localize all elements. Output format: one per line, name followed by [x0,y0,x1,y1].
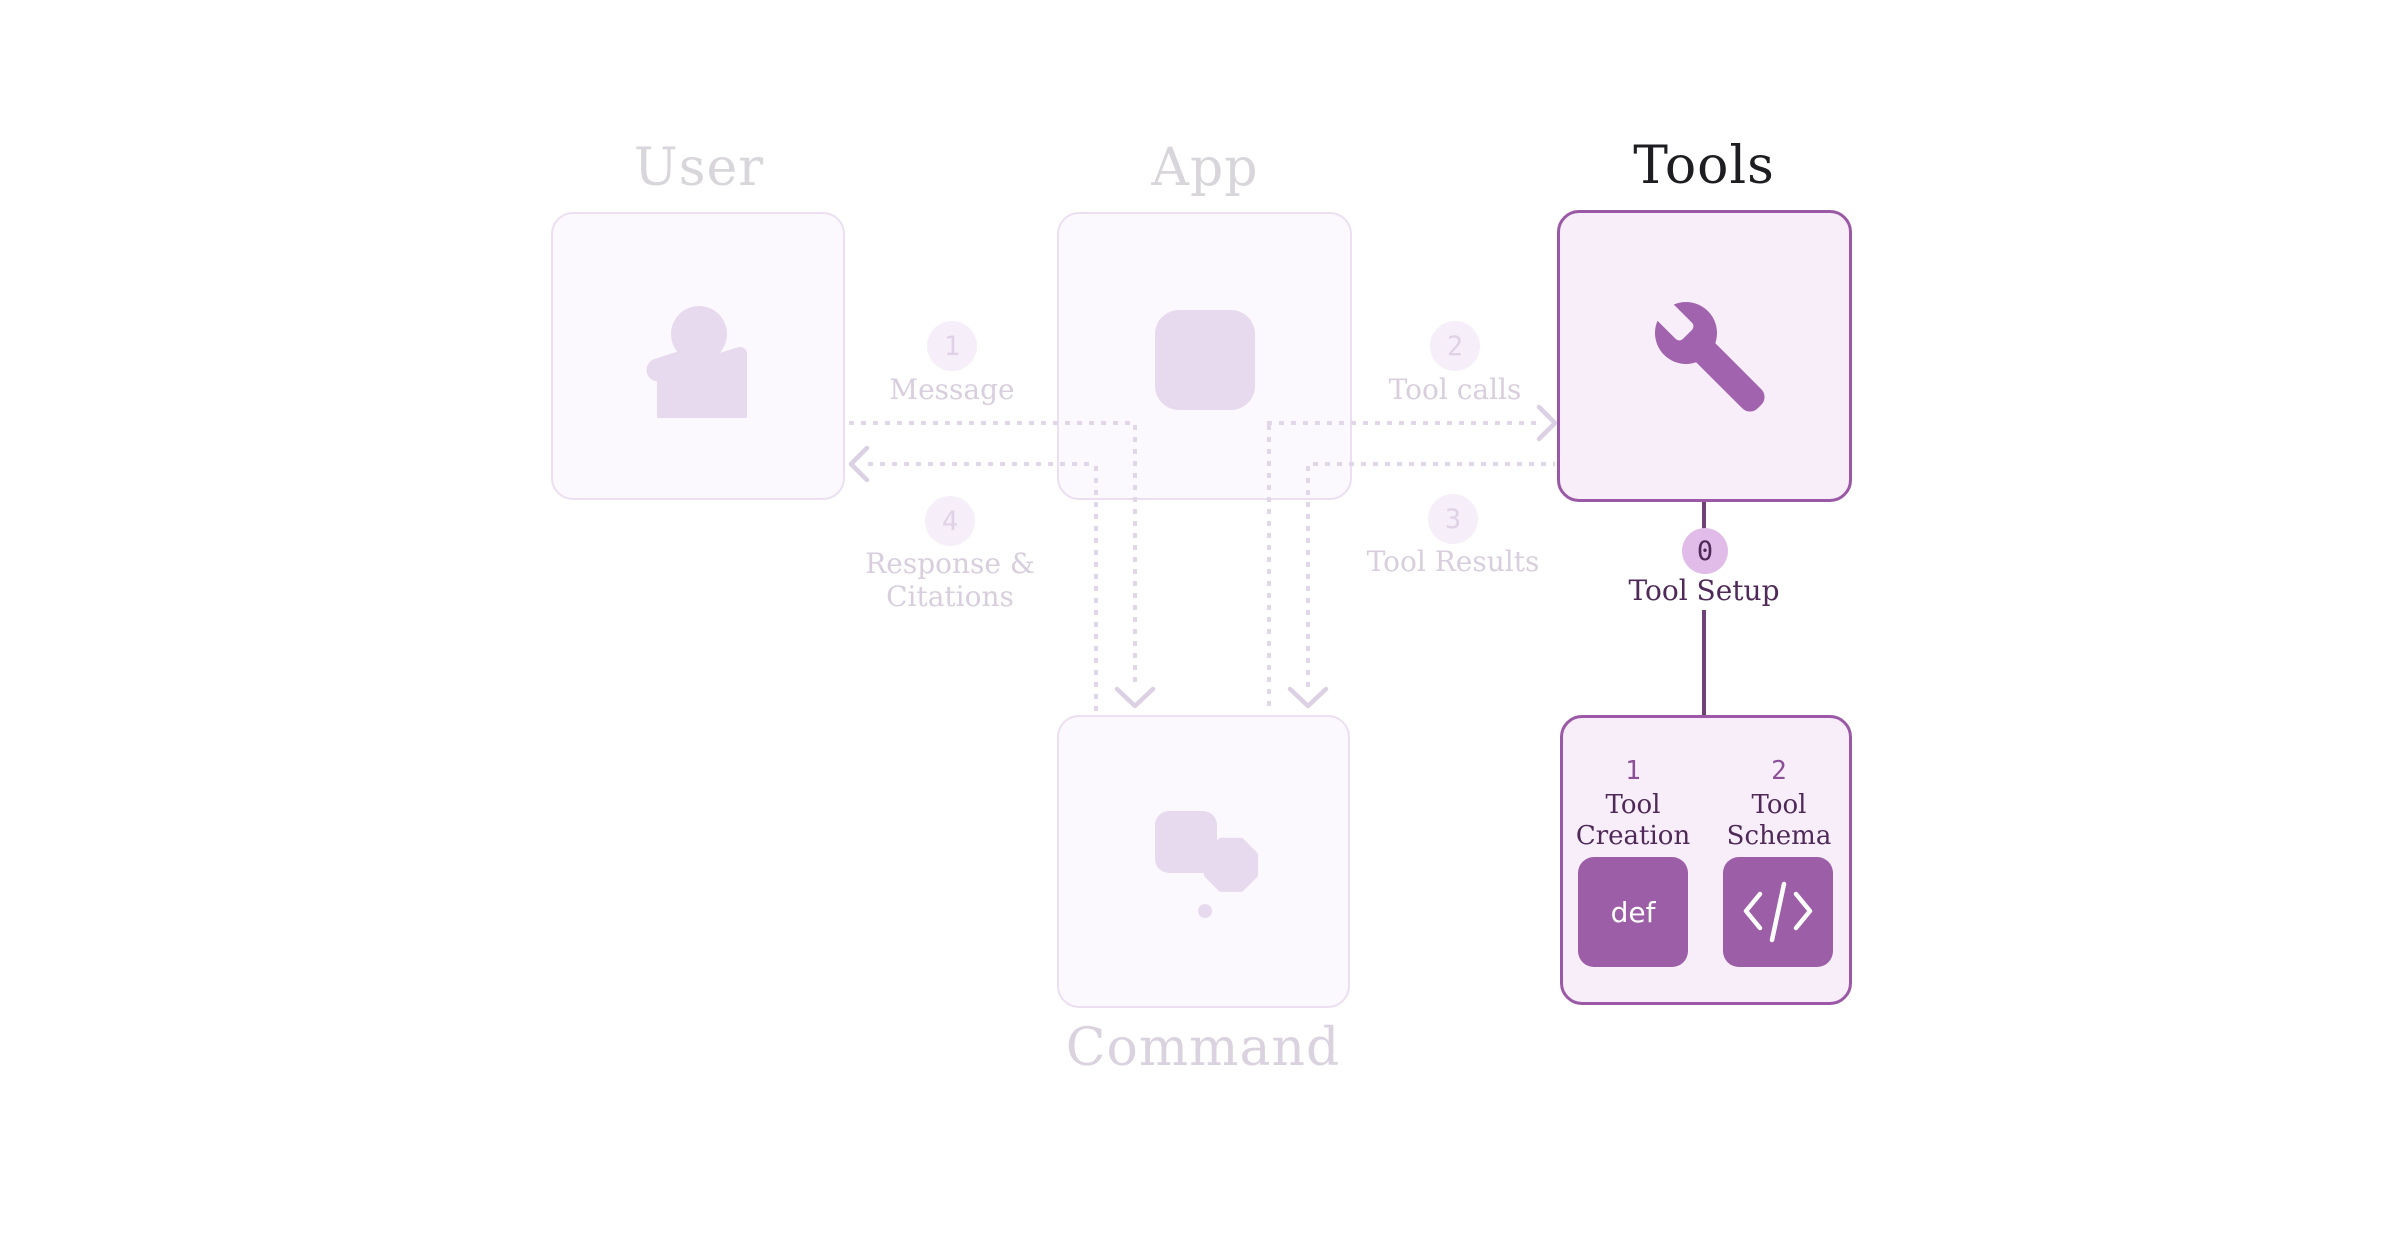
message-drop-line [1133,425,1137,687]
arrow-right-icon [1536,404,1558,442]
response-line [868,462,1096,466]
tool-creation-label: Tool Creation [1576,790,1690,852]
tool-results-drop-line [1306,466,1310,687]
app-tile-icon [1155,310,1255,410]
user-node-title: User [633,138,765,198]
arrow-down-icon [1287,686,1329,709]
tool-schema-label-line2: Schema [1726,821,1832,851]
wrench-icon [1645,292,1765,412]
tool-setup-step-badge: 0 [1682,528,1728,574]
tool-setup-label: Tool Setup [1628,574,1780,607]
tool-results-label: Tool Results [1366,545,1540,578]
tool-setup-connector-top [1702,500,1706,534]
tools-node-box [1557,210,1852,502]
message-step-badge: 1 [927,321,977,371]
message-label: Message [889,373,1015,406]
user-node-box [551,212,845,500]
code-chip [1723,857,1833,967]
app-node-title: App [1151,138,1259,198]
response-step-badge: 4 [925,496,975,546]
tools-node-title: Tools [1633,136,1775,196]
command-logo-icon [1155,811,1259,918]
def-chip: def [1578,857,1688,967]
response-label-line2: Citations [886,580,1014,613]
tool-creation-step-num: 1 [1625,756,1641,786]
tool-calls-riser-line [1267,425,1271,711]
tool-schema-label-line1: Tool [1751,790,1807,820]
tool-results-step-badge: 3 [1428,494,1478,544]
app-node-box [1057,212,1352,500]
tool-setup-connector-bottom [1702,610,1706,718]
response-citations-label: Response & Citations [865,547,1035,613]
response-riser-line [1094,466,1098,711]
command-node-box [1057,715,1350,1008]
tool-schema-step-num: 2 [1771,756,1787,786]
tool-calls-step-badge: 2 [1430,321,1480,371]
tool-results-line [1313,462,1555,466]
message-line [849,421,1135,425]
code-icon [1743,881,1813,943]
tool-calls-line [1267,421,1539,425]
tool-creation-label-line1: Tool [1605,790,1661,820]
tool-creation-label-line2: Creation [1575,821,1691,851]
tool-calls-label: Tool calls [1388,373,1522,406]
arrow-left-icon [848,445,870,483]
person-icon [646,306,747,418]
command-node-title: Command [1065,1018,1341,1078]
response-label-line1: Response & [865,547,1035,580]
arrow-down-icon [1114,686,1156,709]
tool-schema-label: Tool Schema [1727,790,1832,852]
